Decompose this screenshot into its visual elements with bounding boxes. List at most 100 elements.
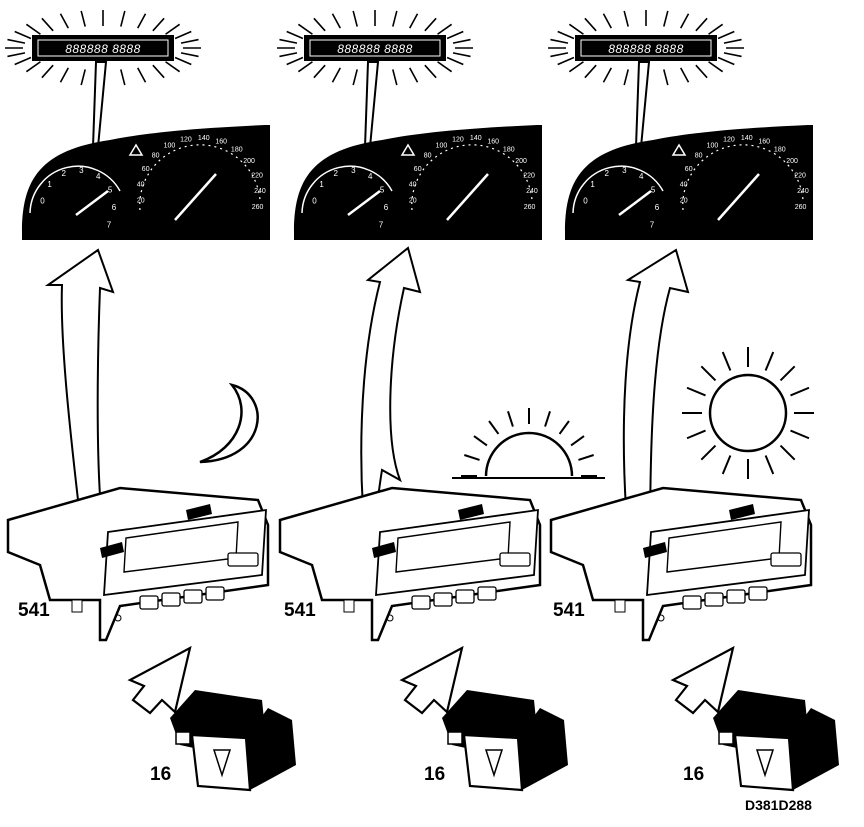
rpm-tick-label: 7 (107, 220, 112, 229)
glow-ray (723, 52, 742, 58)
speed-tick-label: 240 (254, 188, 266, 195)
switch-tab (175, 731, 191, 745)
switch-knob (518, 708, 568, 790)
glow-ray (409, 13, 419, 29)
rpm-needle (347, 190, 381, 216)
glow-ray (41, 64, 54, 79)
speed-needle (174, 173, 217, 221)
switch-label-16-dusk: 16 (424, 764, 446, 785)
unit-label-541-dusk: 541 (284, 600, 316, 621)
sun-ray (790, 386, 810, 397)
unit-connector (71, 599, 83, 613)
rpm-tick-label: 2 (604, 169, 609, 178)
unit-button (433, 592, 453, 607)
switch-arrow (670, 645, 735, 715)
glow-ray (297, 61, 313, 73)
rpm-tick-label: 0 (583, 196, 588, 205)
unit-button (748, 586, 768, 601)
warning-icon (400, 143, 416, 156)
unit-button (704, 592, 724, 607)
unit-vent (372, 542, 396, 558)
sunset-icon (452, 408, 605, 479)
rpm-tick-label: 0 (40, 196, 45, 205)
glow-ray (568, 23, 584, 35)
rpm-tick-label: 2 (61, 169, 66, 178)
glow-ray (313, 17, 326, 32)
speed-tick-label: 120 (723, 136, 735, 143)
unit-button (726, 589, 746, 604)
warning-icon (671, 143, 687, 156)
speed-tick-label: 220 (251, 172, 263, 179)
speed-tick-label: 100 (436, 143, 448, 150)
speed-tick-label: 40 (137, 181, 145, 188)
rpm-tick-label: 5 (108, 186, 113, 195)
glow-ray (424, 64, 437, 79)
rpm-tick-label: 2 (333, 169, 338, 178)
sun-ray (764, 455, 775, 475)
switch-knob (246, 708, 296, 790)
sun-ray (686, 386, 706, 397)
rpm-needle (75, 190, 109, 216)
glow-ray (602, 13, 612, 29)
switch-triangle (755, 749, 775, 778)
rpm-tick-label: 4 (96, 172, 101, 181)
glow-ray (331, 13, 341, 29)
speed-tick-label: 140 (198, 135, 210, 142)
sun-ray (700, 365, 717, 382)
speed-tick-label: 40 (409, 181, 417, 188)
glow-ray (59, 13, 69, 29)
unit-button (183, 589, 203, 604)
switch-tab (447, 731, 463, 745)
unit-label-541-night: 541 (18, 600, 50, 621)
sunset-ray (544, 411, 551, 427)
unit-connector (343, 599, 355, 613)
glow-ray (446, 56, 464, 66)
dimmer-switch-16-day (713, 690, 839, 792)
unit-indicator (114, 614, 122, 622)
unit-screen (123, 521, 239, 573)
lcd-window (309, 39, 441, 57)
unit-mode-button (770, 552, 802, 567)
unit-button (205, 586, 225, 601)
speed-tick-label: 60 (685, 166, 693, 173)
moon-shape (199, 382, 259, 464)
speed-tick-label: 60 (414, 166, 422, 173)
glow-ray (165, 61, 181, 73)
unit-button (455, 589, 475, 604)
sunset-ray (578, 454, 594, 461)
glow-ray (14, 30, 32, 40)
glow-ray (680, 67, 690, 83)
glow-ray (137, 13, 147, 29)
moon-icon (199, 382, 259, 464)
speed-tick-label: 120 (452, 136, 464, 143)
sun-ray (779, 444, 796, 461)
switch-arrow (127, 645, 192, 715)
rpm-tick-label: 3 (622, 166, 627, 175)
rpm-arc (301, 165, 393, 214)
glow-ray (452, 52, 471, 58)
glow-ray (717, 56, 735, 66)
glow-ray (120, 69, 126, 86)
glow-ray (446, 30, 464, 40)
speed-tick-label: 220 (523, 172, 535, 179)
glow-ray (437, 23, 453, 35)
glow-ray (424, 17, 437, 32)
speed-tick-label: 40 (680, 181, 688, 188)
switch-arrow (399, 645, 464, 715)
sunset-ray (473, 435, 488, 447)
rpm-tick-label: 1 (47, 180, 52, 189)
sun-disc (708, 373, 788, 453)
control-unit-541-night (6, 486, 270, 642)
rpm-tick-label: 7 (650, 220, 655, 229)
switch-label-16-day: 16 (683, 764, 705, 785)
glow-ray (152, 17, 165, 32)
unit-button (477, 586, 497, 601)
unit-mode-button (227, 552, 259, 567)
glow-ray (708, 23, 724, 35)
rpm-tick-label: 3 (79, 166, 84, 175)
glow-ray (279, 38, 298, 44)
lcd-window (580, 39, 712, 57)
